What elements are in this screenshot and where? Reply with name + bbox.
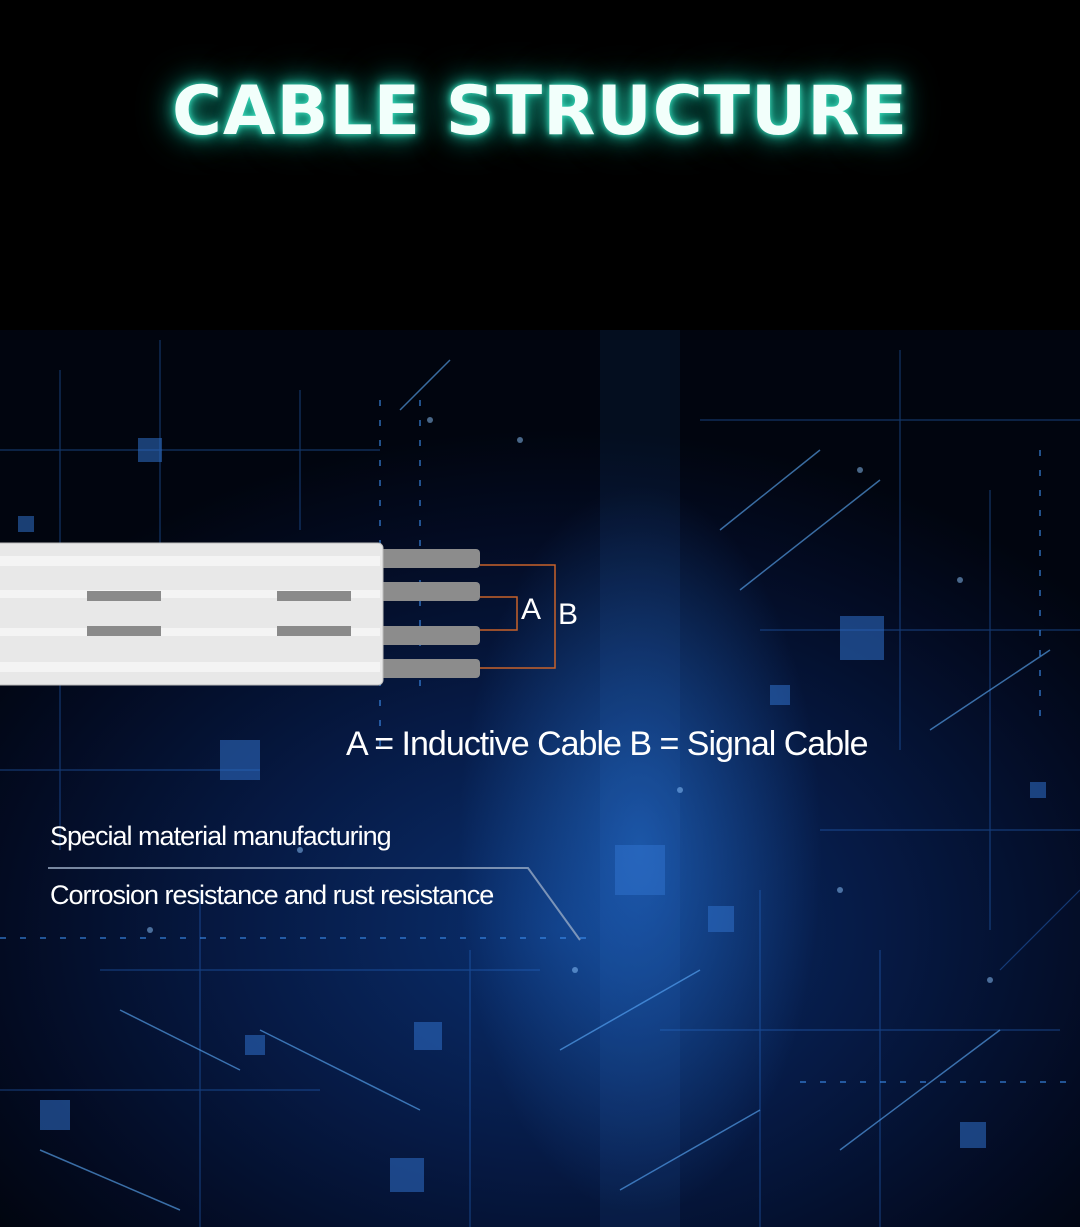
feature-divider [48, 867, 581, 941]
feature-1: Special material manufacturing [50, 821, 392, 851]
bracket-a [480, 596, 518, 631]
label-b: B [558, 598, 579, 631]
cable-jacket [0, 542, 384, 686]
top-band [0, 0, 1080, 340]
conductor-2 [370, 582, 480, 601]
conductor-3 [370, 626, 480, 645]
jacket-markings [87, 591, 351, 636]
feature-2: Corrosion resistance and rust resistance [50, 880, 494, 910]
bracket-b [480, 564, 556, 669]
circuit-background [0, 330, 1080, 1227]
jacket-grooves [0, 556, 380, 672]
label-a: A [521, 593, 542, 626]
conductors [370, 549, 480, 678]
circuit-pattern [0, 330, 1080, 1227]
cable-legend: A = Inductive Cable B = Signal Cable [346, 725, 869, 763]
conductor-4 [370, 659, 480, 678]
conductor-1 [370, 549, 480, 568]
page-title: CABLE STRUCTURE [171, 72, 909, 151]
